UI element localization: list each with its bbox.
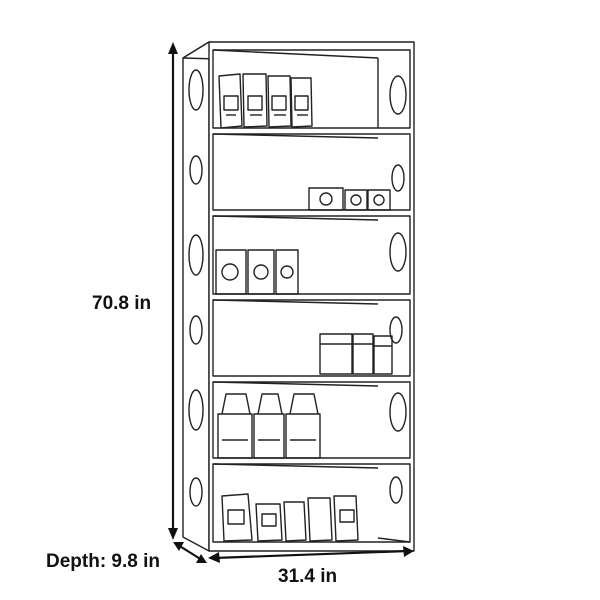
shelf-3-cartons	[215, 249, 299, 295]
side-cutout-3	[188, 234, 204, 276]
compartment-3	[212, 215, 411, 295]
inner-cutout-3	[389, 232, 407, 272]
depth-dimension-line	[177, 544, 203, 561]
inner-cutout-5	[389, 392, 407, 432]
compartment-6	[212, 463, 411, 543]
shelf-5-bags	[217, 393, 321, 459]
depth-arrow-right	[196, 554, 207, 563]
compartment-4	[212, 299, 411, 377]
left-side-panel	[182, 41, 210, 552]
height-label: 70.8 in	[92, 293, 152, 314]
depth-label: Depth: 9.8 in	[46, 551, 161, 572]
side-cutout-5	[188, 389, 204, 431]
side-cutout-6	[189, 477, 203, 507]
shelf-1-bags	[218, 73, 313, 129]
side-cutout-1	[188, 69, 204, 111]
inner-cutout-4	[389, 316, 403, 344]
shelf-4-boxes	[319, 333, 393, 375]
shelf-6-bags	[221, 493, 359, 542]
depth-arrow-left	[173, 542, 184, 551]
width-arrow-left	[208, 552, 220, 563]
height-arrow-top	[168, 42, 178, 54]
side-cutout-2	[189, 155, 203, 185]
height-arrow-bottom	[168, 528, 178, 540]
compartment-1	[212, 49, 411, 129]
inner-cutout-2	[391, 164, 405, 192]
inner-cutout-1	[389, 75, 407, 115]
side-cutout-4	[189, 315, 203, 345]
width-label: 31.4 in	[278, 566, 338, 587]
width-arrow-right	[403, 546, 414, 557]
width-dimension-line	[213, 549, 409, 560]
shelf-2-boxes	[308, 187, 391, 211]
inner-cutout-6	[389, 476, 403, 504]
